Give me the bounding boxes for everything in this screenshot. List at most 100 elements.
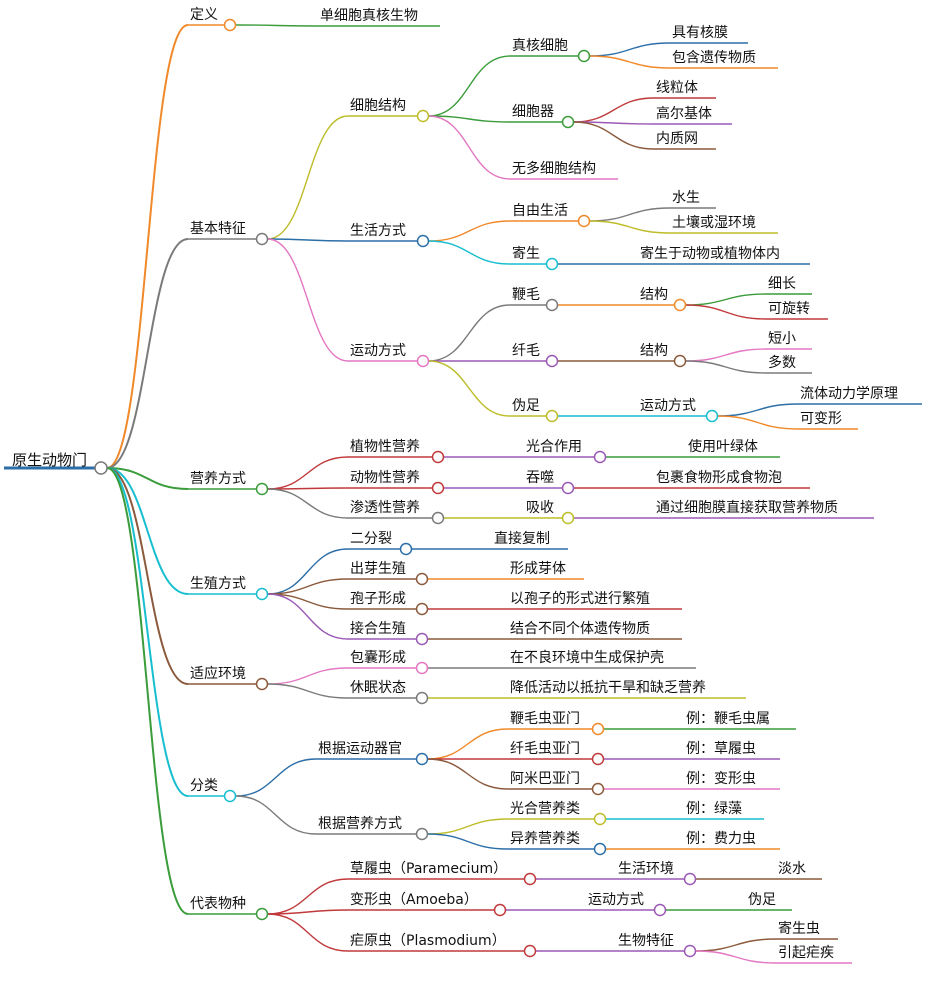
node-label-1-0-1-0[interactable]: 线粒体 xyxy=(656,80,698,96)
node-label-1-2-0-0[interactable]: 结构 xyxy=(640,287,668,303)
node-label-1-0-1-1[interactable]: 高尔基体 xyxy=(656,105,712,122)
node-label-5-0-0-0[interactable]: 例：鞭毛虫属 xyxy=(686,711,770,727)
node-label-1-0-0[interactable]: 真核细胞 xyxy=(512,38,568,54)
expand-collapse-toggle[interactable] xyxy=(545,298,559,312)
node-label-5-0-0[interactable]: 鞭毛虫亚门 xyxy=(510,711,580,727)
expand-collapse-toggle[interactable] xyxy=(591,752,605,766)
node-label-5-0[interactable]: 根据运动器官 xyxy=(318,741,402,757)
node-label-1-0-1[interactable]: 细胞器 xyxy=(512,104,554,120)
expand-collapse-toggle[interactable] xyxy=(431,450,445,464)
expand-collapse-toggle[interactable] xyxy=(416,354,430,368)
expand-collapse-toggle[interactable] xyxy=(415,661,429,675)
expand-collapse-toggle[interactable] xyxy=(545,409,559,423)
node-label-1-0[interactable]: 细胞结构 xyxy=(350,98,406,114)
node-label-5-1[interactable]: 根据营养方式 xyxy=(318,816,402,832)
node-label-3-3[interactable]: 接合生殖 xyxy=(350,620,406,637)
node-label-6-2[interactable]: 疟原虫（Plasmodium） xyxy=(350,933,506,949)
expand-collapse-toggle[interactable] xyxy=(416,109,430,123)
node-label-1-2-1-0-1[interactable]: 多数 xyxy=(768,354,796,371)
node-label-4-0[interactable]: 包囊形成 xyxy=(350,649,406,666)
expand-collapse-toggle[interactable] xyxy=(561,115,575,129)
expand-collapse-toggle[interactable] xyxy=(593,450,607,464)
node-label-6-2-0-0[interactable]: 寄生虫 xyxy=(778,920,820,937)
node-label-1-2-1-0-0[interactable]: 短小 xyxy=(768,331,796,347)
expand-collapse-toggle[interactable] xyxy=(593,842,607,856)
node-label-1-1-0[interactable]: 自由生活 xyxy=(512,203,568,219)
node-label-5-0-2[interactable]: 阿米巴亚门 xyxy=(510,771,580,787)
node-label-1-0-1-2[interactable]: 内质网 xyxy=(656,131,698,147)
node-label-5-0-1-0[interactable]: 例：草履虫 xyxy=(686,741,756,757)
node-label-5-1-0-0[interactable]: 例：绿藻 xyxy=(686,801,742,817)
node-label-1-1-0-0[interactable]: 水生 xyxy=(672,190,700,206)
node-label-5-0-2-0[interactable]: 例：变形虫 xyxy=(686,771,756,787)
root-node-connector[interactable] xyxy=(94,461,108,475)
node-label-1-2-2[interactable]: 伪足 xyxy=(512,398,540,414)
expand-collapse-toggle[interactable] xyxy=(561,511,575,525)
node-label-2-2-0-0[interactable]: 通过细胞膜直接获取营养物质 xyxy=(656,499,838,516)
expand-collapse-toggle[interactable] xyxy=(705,409,719,423)
expand-collapse-toggle[interactable] xyxy=(577,49,591,63)
node-label-4-1-0[interactable]: 降低活动以抵抗干旱和缺乏营养 xyxy=(510,680,706,696)
node-label-1-2-1-0[interactable]: 结构 xyxy=(640,343,668,359)
expand-collapse-toggle[interactable] xyxy=(255,677,269,691)
node-label-1-0-0-1[interactable]: 包含遗传物质 xyxy=(672,50,756,66)
node-label-3-1-0[interactable]: 形成芽体 xyxy=(510,561,566,577)
node-label-6-0[interactable]: 草履虫（Paramecium） xyxy=(350,861,507,877)
node-label-2-0-0[interactable]: 光合作用 xyxy=(526,439,582,455)
node-label-1-2-0[interactable]: 鞭毛 xyxy=(512,287,540,303)
expand-collapse-toggle[interactable] xyxy=(255,232,269,246)
expand-collapse-toggle[interactable] xyxy=(673,298,687,312)
node-label-1-2-0-0-0[interactable]: 细长 xyxy=(768,276,796,292)
expand-collapse-toggle[interactable] xyxy=(399,542,413,556)
node-label-5-1-0[interactable]: 光合营养类 xyxy=(510,801,580,817)
expand-collapse-toggle[interactable] xyxy=(545,257,559,271)
node-label-1-1-0-1[interactable]: 土壤或湿环境 xyxy=(672,214,756,231)
expand-collapse-toggle[interactable] xyxy=(577,214,591,228)
node-label-2-2-0[interactable]: 吸收 xyxy=(526,500,554,516)
node-label-4[interactable]: 适应环境 xyxy=(190,665,246,682)
node-label-6-2-0-1[interactable]: 引起疟疾 xyxy=(778,945,834,961)
expand-collapse-toggle[interactable] xyxy=(431,481,445,495)
expand-collapse-toggle[interactable] xyxy=(591,722,605,736)
node-label-5-1-1-0[interactable]: 例：费力虫 xyxy=(686,831,756,847)
node-label-6-1[interactable]: 变形虫（Amoeba） xyxy=(350,892,478,908)
expand-collapse-toggle[interactable] xyxy=(255,907,269,921)
expand-collapse-toggle[interactable] xyxy=(415,827,429,841)
node-label-2-1-0-0[interactable]: 包裹食物形成食物泡 xyxy=(656,469,782,486)
node-label-5-1-1[interactable]: 异养营养类 xyxy=(510,831,580,847)
expand-collapse-toggle[interactable] xyxy=(431,511,445,525)
node-label-1-0-0-0[interactable]: 具有核膜 xyxy=(672,25,728,41)
node-label-1-1-1-0[interactable]: 寄生于动物或植物体内 xyxy=(640,245,780,262)
expand-collapse-toggle[interactable] xyxy=(591,782,605,796)
node-label-3-3-0[interactable]: 结合不同个体遗传物质 xyxy=(510,621,650,637)
expand-collapse-toggle[interactable] xyxy=(493,903,507,917)
expand-collapse-toggle[interactable] xyxy=(415,691,429,705)
node-label-3[interactable]: 生殖方式 xyxy=(190,575,246,592)
node-label-4-1[interactable]: 休眠状态 xyxy=(350,680,406,696)
expand-collapse-toggle[interactable] xyxy=(415,752,429,766)
expand-collapse-toggle[interactable] xyxy=(683,872,697,886)
node-label-1-2-0-0-1[interactable]: 可旋转 xyxy=(768,301,810,317)
node-label-1[interactable]: 基本特征 xyxy=(190,220,246,237)
node-label-6-0-0-0[interactable]: 淡水 xyxy=(778,861,806,877)
node-label-0[interactable]: 定义 xyxy=(190,7,218,23)
root-node-label[interactable]: 原生动物门 xyxy=(12,451,87,469)
expand-collapse-toggle[interactable] xyxy=(255,587,269,601)
node-label-3-2[interactable]: 孢子形成 xyxy=(350,591,406,607)
expand-collapse-toggle[interactable] xyxy=(673,354,687,368)
node-label-1-1-1[interactable]: 寄生 xyxy=(512,245,540,262)
node-label-6-0-0[interactable]: 生活环境 xyxy=(618,861,674,877)
node-label-2-2[interactable]: 渗透性营养 xyxy=(350,500,420,516)
node-label-1-1[interactable]: 生活方式 xyxy=(350,223,406,239)
node-label-2-0-0-0[interactable]: 使用叶绿体 xyxy=(688,438,758,455)
expand-collapse-toggle[interactable] xyxy=(545,354,559,368)
node-label-6-1-0-0[interactable]: 伪足 xyxy=(748,892,776,908)
expand-collapse-toggle[interactable] xyxy=(415,572,429,586)
node-label-6[interactable]: 代表物种 xyxy=(190,896,246,912)
expand-collapse-toggle[interactable] xyxy=(653,903,667,917)
node-label-2-0[interactable]: 植物性营养 xyxy=(350,439,420,455)
node-label-3-1[interactable]: 出芽生殖 xyxy=(350,560,406,577)
node-label-2-1[interactable]: 动物性营养 xyxy=(350,470,420,486)
node-label-1-2-2-0[interactable]: 运动方式 xyxy=(640,398,696,414)
expand-collapse-toggle[interactable] xyxy=(416,234,430,248)
